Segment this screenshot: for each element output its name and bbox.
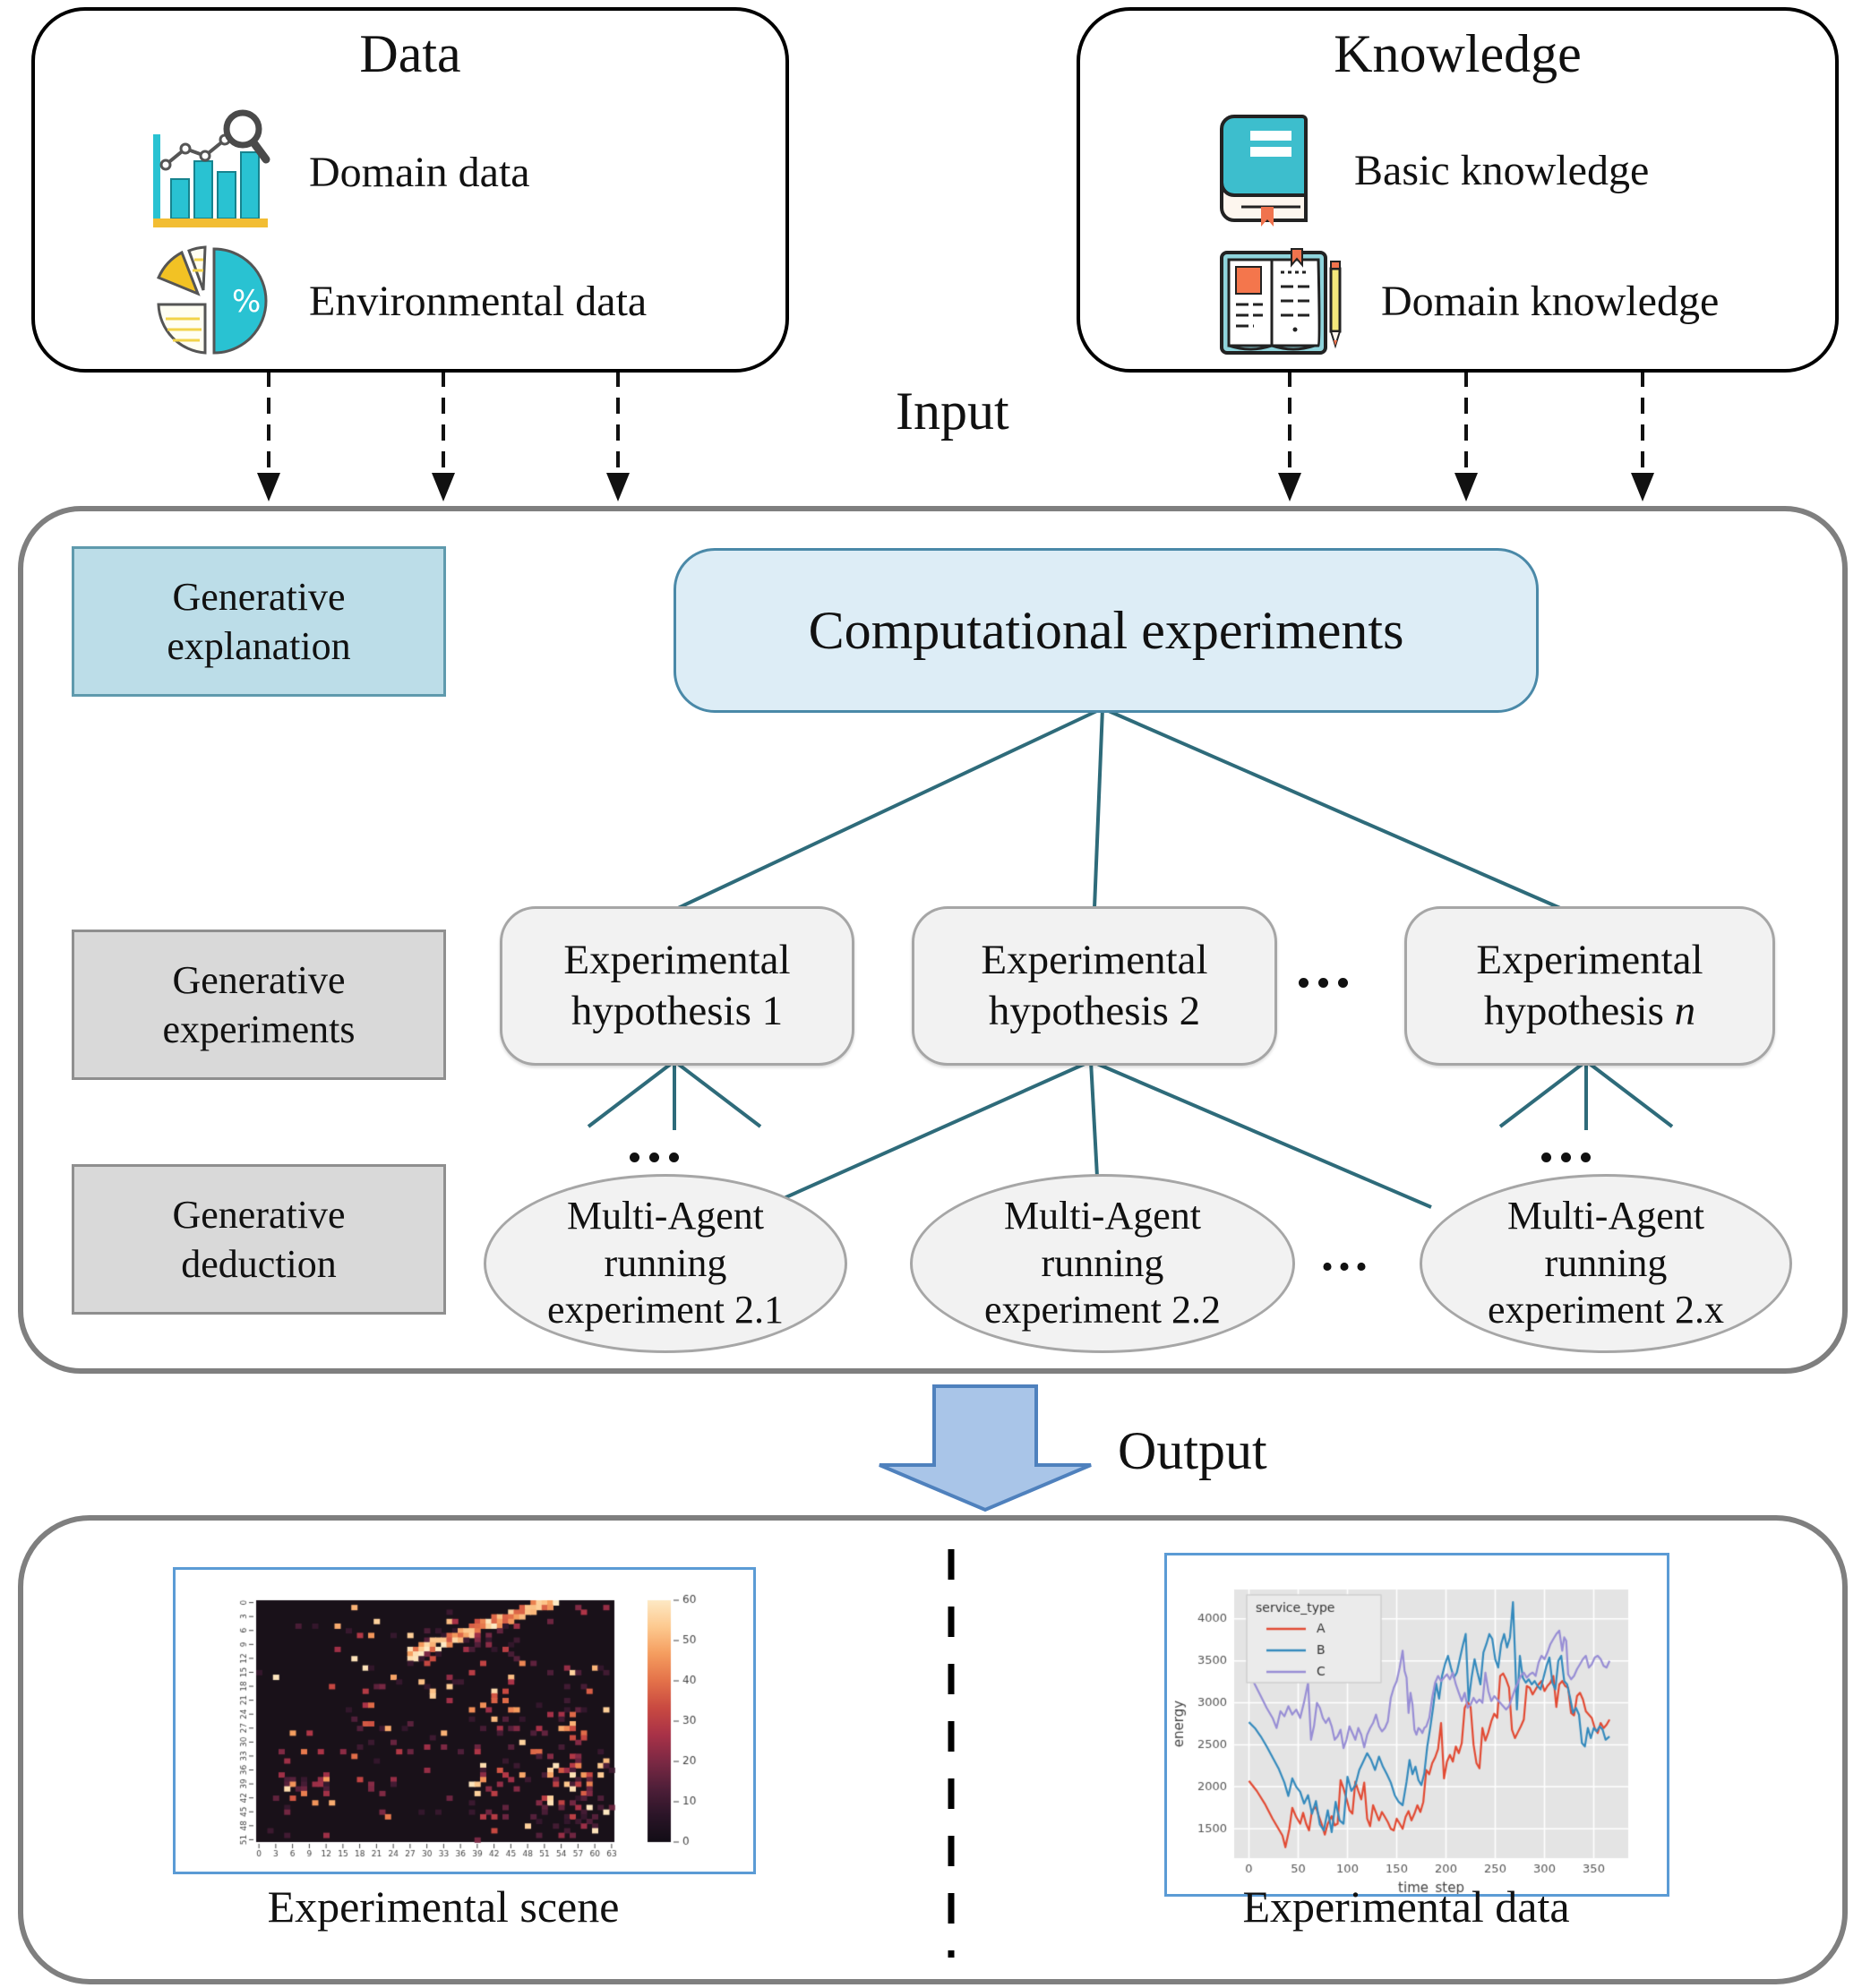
data-box: Data Domain data % <box>31 7 789 373</box>
data-box-title: Data <box>359 24 461 83</box>
book-icon <box>1220 115 1308 227</box>
knowledge-box: Knowledge Basic knowledge <box>1077 7 1839 373</box>
data-item-label: Environmental data <box>309 277 648 325</box>
knowledge-item-label: Basic knowledge <box>1354 146 1650 194</box>
experiment-2-2-node: Multi-Agent running experiment 2.2 <box>910 1174 1295 1353</box>
experiment-label: running <box>1544 1240 1668 1285</box>
ellipsis-under-hypothesis-1: ... <box>627 1107 686 1175</box>
pie-chart-icon: % <box>157 245 268 355</box>
experiment-label: running <box>1041 1240 1164 1285</box>
stage-generative-explanation: Generative explanation <box>72 546 446 697</box>
hypothesis-label: Experimental <box>981 936 1208 983</box>
stage-label: deduction <box>181 1242 337 1286</box>
ellipsis-between-experiments: ... <box>1321 1226 1372 1281</box>
ellipsis-between-hypotheses: ... <box>1296 932 1355 1000</box>
knowledge-box-title: Knowledge <box>1334 24 1582 83</box>
data-caption: Experimental data <box>1242 1881 1570 1932</box>
stage-label: Generative <box>172 575 346 619</box>
computational-experiments-node: Computational experiments <box>674 548 1539 713</box>
stage-label: explanation <box>167 624 351 668</box>
stage-label: experiments <box>162 1007 356 1051</box>
experimental-data-panel <box>1164 1553 1669 1897</box>
experiment-label: experiment 2.2 <box>984 1288 1221 1332</box>
hypothesis-label: Experimental <box>563 936 791 983</box>
experiment-2-1-node: Multi-Agent running experiment 2.1 <box>484 1174 847 1353</box>
stage-generative-deduction: Generative deduction <box>72 1164 446 1315</box>
experiment-label: Multi-Agent <box>1004 1193 1201 1238</box>
root-label: Computational experiments <box>808 600 1404 660</box>
tree-lines <box>587 707 1674 1209</box>
input-dashed-arrows <box>267 371 1644 473</box>
hypothesis-label: Experimental <box>1476 936 1703 983</box>
experiment-label: Multi-Agent <box>1507 1193 1704 1238</box>
output-arrow <box>879 1384 1092 1512</box>
stage-generative-experiments: Generative experiments <box>72 930 446 1080</box>
hypothesis-2-node: Experimental hypothesis 2 <box>912 906 1277 1066</box>
input-label: Input <box>896 381 1009 441</box>
experimental-scene-heatmap <box>176 1570 753 1872</box>
experiment-2-x-node: Multi-Agent running experiment 2.x <box>1420 1174 1792 1353</box>
experiment-label: experiment 2.x <box>1488 1288 1724 1332</box>
bar-chart-magnifier-icon <box>153 109 270 227</box>
data-item-label: Domain data <box>309 148 530 196</box>
experimental-data-linechart <box>1167 1555 1667 1894</box>
input-arrowheads <box>257 473 1654 501</box>
svg-text:%: % <box>232 284 261 320</box>
output-label: Output <box>1118 1421 1267 1480</box>
hypothesis-label: hypothesis n <box>1483 988 1696 1034</box>
stage-label: Generative <box>172 958 346 1002</box>
experiment-label: running <box>604 1240 727 1285</box>
ellipsis-under-hypothesis-n: ... <box>1539 1107 1598 1175</box>
knowledge-item-label: Domain knowledge <box>1381 277 1720 325</box>
hypothesis-label: hypothesis 2 <box>988 988 1201 1034</box>
experiment-label: Multi-Agent <box>567 1193 764 1238</box>
hypothesis-1-node: Experimental hypothesis 1 <box>500 906 854 1066</box>
experiment-label: experiment 2.1 <box>547 1288 784 1332</box>
stage-label: Generative <box>172 1193 346 1237</box>
hypothesis-n-node: Experimental hypothesis n <box>1404 906 1775 1066</box>
experimental-scene-panel <box>173 1567 756 1874</box>
open-book-pencil-icon <box>1220 248 1342 355</box>
scene-caption: Experimental scene <box>267 1881 620 1932</box>
hypothesis-label: hypothesis 1 <box>571 988 784 1034</box>
